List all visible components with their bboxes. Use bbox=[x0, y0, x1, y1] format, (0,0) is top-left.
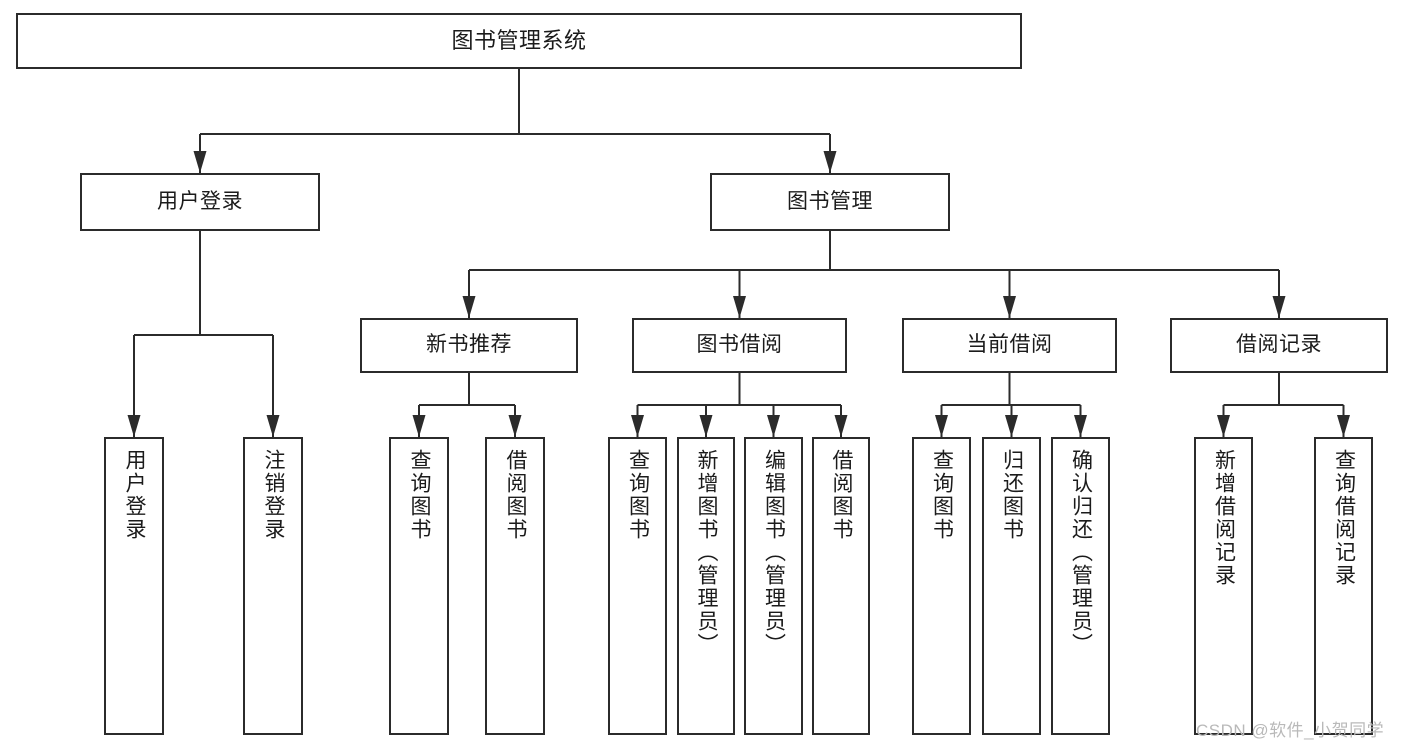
node-label: 用户登录 bbox=[123, 449, 147, 541]
node-leaf-logout[interactable]: 注销登录 bbox=[243, 437, 303, 735]
node-user-login[interactable]: 用户登录 bbox=[80, 173, 320, 231]
arrowhead-leaf-query-1 bbox=[412, 415, 426, 437]
arrowhead-leaf-return bbox=[1005, 415, 1018, 437]
arrowhead-leaf-borrow-1 bbox=[508, 415, 522, 437]
arrowhead-user-login bbox=[193, 151, 207, 173]
node-current-borrow[interactable]: 当前借阅 bbox=[902, 318, 1117, 373]
arrowhead-leaf-add-rec bbox=[1217, 415, 1230, 437]
node-label: 用户登录 bbox=[157, 189, 243, 213]
node-label: 图书管理系统 bbox=[451, 28, 587, 54]
node-label: 查询图书 bbox=[930, 449, 954, 541]
node-leaf-borrow-2[interactable]: 借阅图书 bbox=[812, 437, 870, 735]
node-leaf-query-3[interactable]: 查询图书 bbox=[912, 437, 971, 735]
node-label: 借阅图书 bbox=[504, 449, 528, 541]
node-leaf-query-2[interactable]: 查询图书 bbox=[608, 437, 667, 735]
node-leaf-query-rec[interactable]: 查询借阅记录 bbox=[1314, 437, 1373, 735]
node-book-manage[interactable]: 图书管理 bbox=[710, 173, 950, 231]
node-label: 查询图书 bbox=[408, 449, 432, 541]
arrowhead-leaf-add-book bbox=[699, 415, 713, 437]
arrowhead-leaf-confirm bbox=[1074, 415, 1087, 437]
arrowhead-leaf-query-rec bbox=[1337, 415, 1350, 437]
node-leaf-edit-book[interactable]: 编辑图书（管理员） bbox=[744, 437, 803, 735]
arrowhead-leaf-login bbox=[127, 415, 141, 437]
node-label: 新书推荐 bbox=[426, 333, 512, 357]
node-leaf-return[interactable]: 归还图书 bbox=[982, 437, 1041, 735]
node-leaf-query-1[interactable]: 查询图书 bbox=[389, 437, 449, 735]
node-leaf-confirm[interactable]: 确认归还（管理员） bbox=[1051, 437, 1110, 735]
node-label: 借阅图书 bbox=[830, 449, 854, 541]
node-leaf-login[interactable]: 用户登录 bbox=[104, 437, 164, 735]
node-label: 当前借阅 bbox=[966, 333, 1053, 357]
node-borrow-record[interactable]: 借阅记录 bbox=[1170, 318, 1388, 373]
node-new-book-rec[interactable]: 新书推荐 bbox=[360, 318, 578, 373]
arrowhead-leaf-query-2 bbox=[631, 415, 644, 437]
node-leaf-add-book[interactable]: 新增图书（管理员） bbox=[677, 437, 735, 735]
node-label: 注销登录 bbox=[262, 449, 286, 541]
arrowhead-new-book-rec bbox=[462, 296, 476, 318]
arrowhead-book-manage bbox=[823, 151, 837, 173]
node-label: 图书借阅 bbox=[696, 333, 783, 357]
node-label: 编辑图书（管理员） bbox=[762, 449, 786, 656]
arrowhead-leaf-borrow-2 bbox=[834, 415, 848, 437]
node-label: 查询图书 bbox=[626, 449, 650, 541]
csdn-watermark: CSDN @软件_小贺同学 bbox=[1196, 721, 1385, 740]
arrowhead-book-borrow bbox=[733, 296, 746, 318]
node-root[interactable]: 图书管理系统 bbox=[16, 13, 1022, 69]
arrowhead-current-borrow bbox=[1003, 296, 1016, 318]
node-label: 确认归还（管理员） bbox=[1069, 449, 1093, 656]
node-leaf-borrow-1[interactable]: 借阅图书 bbox=[485, 437, 545, 735]
node-label: 图书管理 bbox=[787, 189, 873, 213]
node-label: 查询借阅记录 bbox=[1332, 449, 1356, 587]
arrowhead-leaf-query-3 bbox=[935, 415, 948, 437]
node-label: 归还图书 bbox=[1000, 449, 1024, 541]
node-label: 借阅记录 bbox=[1236, 333, 1322, 357]
node-label: 新增图书（管理员） bbox=[695, 449, 719, 656]
arrowhead-leaf-logout bbox=[266, 415, 280, 437]
node-book-borrow[interactable]: 图书借阅 bbox=[632, 318, 847, 373]
arrowhead-borrow-record bbox=[1272, 296, 1286, 318]
node-leaf-add-rec[interactable]: 新增借阅记录 bbox=[1194, 437, 1253, 735]
node-label: 新增借阅记录 bbox=[1212, 449, 1236, 587]
arrowhead-leaf-edit-book bbox=[767, 415, 780, 437]
